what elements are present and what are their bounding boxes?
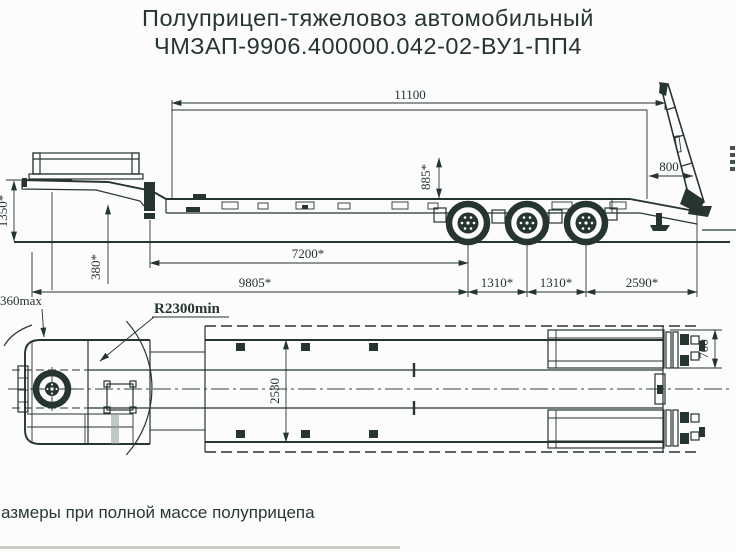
rear-support-jack bbox=[650, 213, 670, 231]
footnote: азмеры при полной массе полуприцепа bbox=[1, 503, 315, 522]
kingpin-plate bbox=[144, 182, 155, 219]
drawing-title-line2: ЧМЗАП-9906.400000.042-02-ВУ1-ПП4 bbox=[154, 33, 582, 60]
clipped-edge-text bbox=[730, 146, 735, 171]
dim-ramp-offset: 800 bbox=[648, 159, 694, 179]
neck-top bbox=[149, 326, 206, 452]
kingpin-top bbox=[30, 367, 76, 411]
dim-platform-width: 2530 bbox=[267, 339, 289, 443]
wheel-1 bbox=[445, 200, 491, 246]
dim-platform-width-label: 2530 bbox=[267, 378, 282, 404]
load-envelope bbox=[171, 109, 648, 199]
dim-turning-radius: R2300min bbox=[99, 301, 229, 362]
turning-radius-arc bbox=[3, 320, 153, 456]
wheel-2 bbox=[504, 200, 550, 246]
gooseneck-box bbox=[28, 152, 144, 180]
dim-turning-radius-label: R2300min bbox=[154, 301, 220, 317]
dim-gooseneck-height: 1350* bbox=[0, 179, 72, 242]
dim-front-to-axle-label: 9805* bbox=[239, 275, 272, 290]
dim-ramp-offset-label: 800 bbox=[659, 159, 679, 174]
tie-down-pockets bbox=[236, 343, 378, 438]
dim-axle-spacing1-label: 1310* bbox=[481, 275, 514, 290]
scan-artifact bbox=[0, 546, 400, 549]
title-block: Полуприцеп-тяжеловоз автомобильный ЧМЗАП… bbox=[0, 4, 736, 60]
dim-kingpin-to-axle: 7200* bbox=[149, 220, 469, 268]
dim-frame-clearance-label: 380* bbox=[88, 254, 103, 280]
dim-chain-bottom: 9805* 1310* 1310* 2590* bbox=[31, 208, 698, 297]
top-view: 360max R2300min 2530 700 bbox=[0, 293, 730, 456]
dim-ramp-width: 700 bbox=[670, 329, 722, 369]
dim-ramp-width-label: 700 bbox=[696, 339, 711, 359]
support-box-top bbox=[103, 380, 137, 414]
loading-ramp-side bbox=[658, 82, 712, 217]
dim-frame-clearance: 380* bbox=[88, 204, 111, 284]
ramp-hinges bbox=[654, 331, 705, 447]
gooseneck-plate-top bbox=[17, 339, 150, 445]
gooseneck bbox=[21, 178, 167, 290]
dim-gooseneck-height-label: 1350* bbox=[0, 195, 10, 228]
dim-deck-height-label: 885* bbox=[418, 164, 433, 190]
side-view: 11100 bbox=[0, 82, 736, 297]
dim-front-offset-label: 360max bbox=[0, 293, 42, 308]
wheel-3 bbox=[563, 200, 609, 246]
ramp-top-upper bbox=[547, 329, 665, 369]
platform-deck bbox=[165, 194, 701, 225]
dim-kingpin-to-axle-label: 7200* bbox=[292, 246, 325, 261]
dim-overall-length: 11100 bbox=[171, 86, 666, 112]
frame-rails bbox=[12, 363, 663, 415]
dim-overall-length-label: 11100 bbox=[394, 87, 426, 102]
dim-front-offset: 360max bbox=[0, 293, 47, 338]
dim-axle-spacing2-label: 1310* bbox=[540, 275, 573, 290]
dim-deck-height: 885* bbox=[418, 157, 442, 199]
platform-top bbox=[205, 325, 700, 453]
ramp-top-lower bbox=[547, 409, 665, 449]
dim-rear-section-label: 2590* bbox=[626, 275, 659, 290]
drawing-title-line1: Полуприцеп-тяжеловоз автомобильный bbox=[142, 5, 594, 31]
